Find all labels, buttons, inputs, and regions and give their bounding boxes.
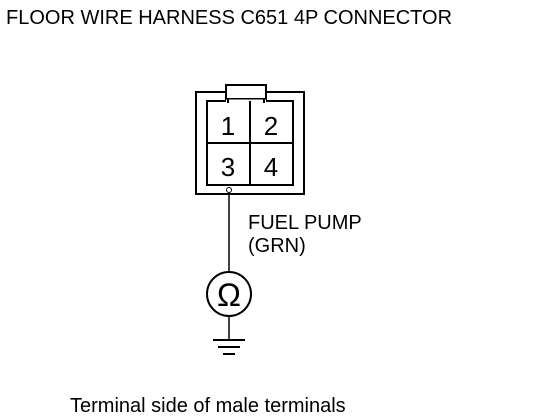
probe-point (226, 187, 232, 193)
diagram-title: FLOOR WIRE HARNESS C651 4P CONNECTOR (6, 7, 452, 29)
ohm-symbol: Ω (217, 277, 241, 313)
pin-4-label: 4 (264, 152, 278, 182)
ground-icon (213, 339, 245, 355)
connector-housing (195, 84, 305, 195)
connector-lock-tab (225, 84, 267, 100)
diagram-caption: Terminal side of male terminals (70, 395, 346, 417)
pin-1-label: 1 (221, 111, 235, 141)
pin-3-label: 3 (221, 152, 235, 182)
ohmmeter-icon: Ω (206, 271, 252, 317)
wire-color-label: (GRN) (248, 235, 306, 257)
pin-2-label: 2 (264, 111, 278, 141)
circuit-name-label: FUEL PUMP (248, 212, 362, 234)
